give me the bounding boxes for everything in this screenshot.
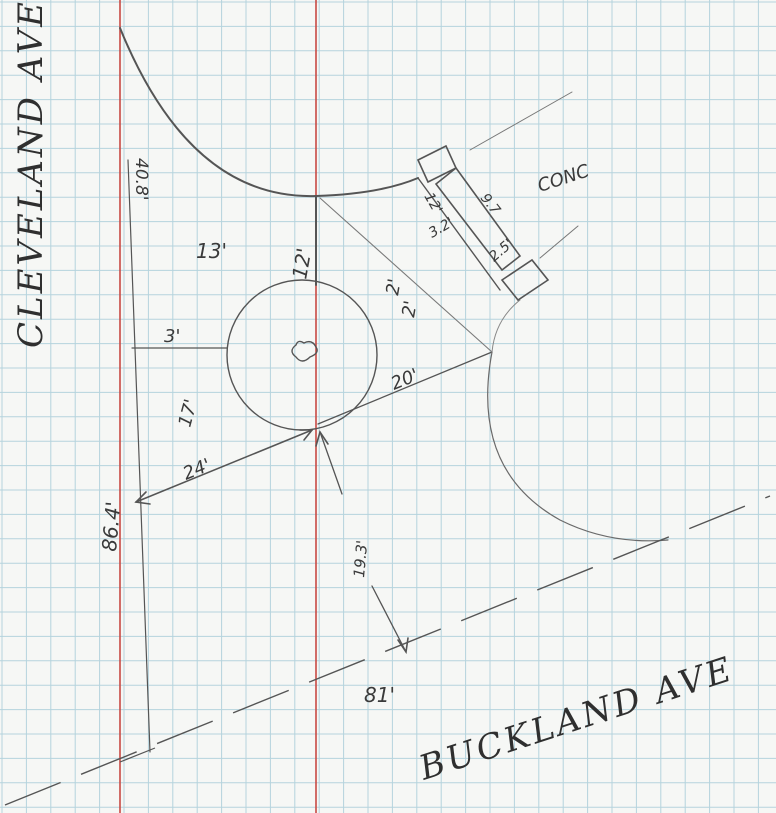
buckland-ave-label: BUCKLAND AVE (413, 649, 738, 789)
arrowhead-left (134, 491, 151, 505)
pointer-arrow-line (319, 431, 343, 495)
concrete-slab (434, 166, 522, 272)
dim-9-7: 9.7 (477, 191, 503, 218)
dim-12: 12' (287, 246, 316, 281)
dim-2-5: 2.5' (486, 236, 516, 265)
right-arc-upper (491, 299, 521, 353)
dim-19-3: 19.3' (350, 539, 371, 578)
concrete-end-cap-top (416, 144, 458, 184)
dim-40-8: 40.8' (131, 158, 151, 201)
cleveland-ave-label: CLEVELAND AVE (11, 0, 51, 348)
concrete-end-cap-bottom (500, 258, 550, 302)
nineteen-three-arrow (371, 585, 407, 653)
twenty-foot-line (317, 351, 493, 425)
tree-trunk-icon (291, 340, 318, 362)
conc-line-upper (469, 91, 573, 151)
dim-3: 3' (164, 326, 180, 347)
dim-13: 13' (196, 239, 227, 263)
left-boundary-line (127, 159, 151, 753)
conc-line-lower (539, 225, 579, 259)
dim-24: 24' (180, 455, 214, 485)
right-arc (487, 351, 669, 542)
top-arc (119, 27, 419, 198)
dim-2: 2' (382, 277, 406, 297)
arrowhead-right (299, 429, 314, 441)
buckland-ave-edge (119, 747, 156, 763)
buckland-ave-centerline (4, 495, 771, 806)
dim-81: 81' (364, 683, 395, 707)
dim-17: 17' (175, 397, 202, 429)
pointer-arrowhead (315, 430, 329, 447)
dim-86-4: 86.4' (97, 501, 125, 553)
tree-circle (226, 279, 378, 431)
conc-connector (417, 177, 501, 291)
twenty-four-foot-line (135, 429, 313, 503)
diagonal-line-22 (319, 197, 493, 353)
dim-2b: 2' (398, 299, 422, 319)
